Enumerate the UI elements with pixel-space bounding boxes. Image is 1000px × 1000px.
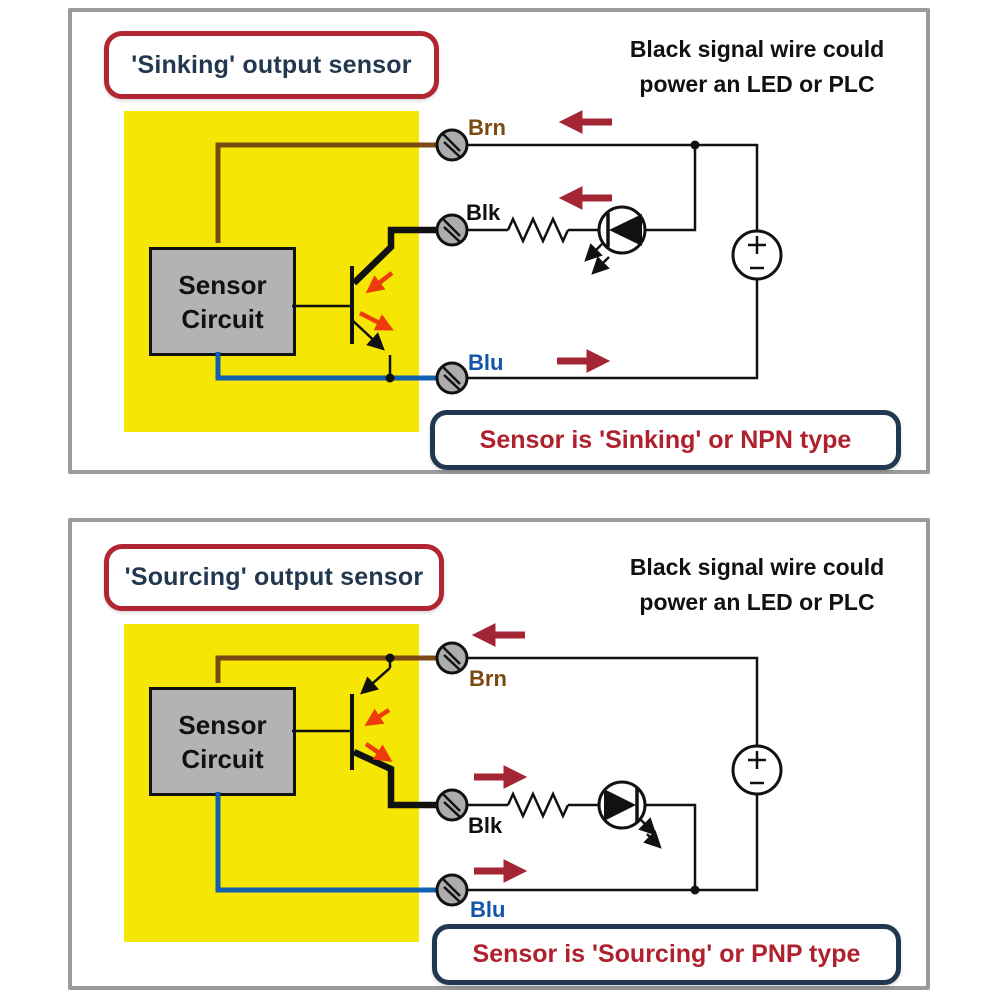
sensor-box-line2: Circuit — [181, 303, 264, 334]
black-wire-label: Blk — [468, 813, 503, 838]
sensor-box-line1: Sensor — [178, 269, 267, 300]
sourcing-sensor-panel: 'Sourcing' output sensor Black signal wi… — [68, 518, 930, 990]
sinking-sensor-panel: 'Sinking' output sensor Black signal wir… — [68, 8, 930, 474]
panel-title: 'Sinking' output sensor — [131, 50, 412, 79]
sensor-circuit-box: Sensor Circuit — [149, 687, 296, 796]
sensor-circuit-box: Sensor Circuit — [149, 247, 296, 356]
panel-title-box: 'Sourcing' output sensor — [104, 544, 444, 611]
headline-text: Black signal wire could power an LED or … — [552, 32, 962, 102]
panel-title-box: 'Sinking' output sensor — [104, 31, 439, 99]
headline-line2: power an LED or PLC — [639, 589, 875, 615]
result-label-box: Sensor is 'Sourcing' or PNP type — [432, 924, 901, 985]
headline-line1: Black signal wire could — [629, 36, 885, 62]
blue-wire-label: Blu — [470, 897, 506, 922]
panel-title: 'Sourcing' output sensor — [124, 563, 424, 591]
blue-wire-label: Blu — [468, 350, 504, 375]
brown-wire-label: Brn — [469, 666, 507, 691]
result-label-box: Sensor is 'Sinking' or NPN type — [430, 410, 901, 470]
sensor-box-line1: Sensor — [178, 709, 267, 740]
headline-line1: Black signal wire could — [629, 554, 885, 580]
result-label: Sensor is 'Sourcing' or PNP type — [472, 940, 861, 968]
black-wire-label: Blk — [466, 200, 501, 225]
headline-line2: power an LED or PLC — [639, 71, 875, 97]
headline-text: Black signal wire could power an LED or … — [552, 550, 962, 620]
brown-wire-label: Brn — [468, 115, 506, 140]
sensor-box-line2: Circuit — [181, 743, 264, 774]
result-label: Sensor is 'Sinking' or NPN type — [479, 425, 852, 454]
